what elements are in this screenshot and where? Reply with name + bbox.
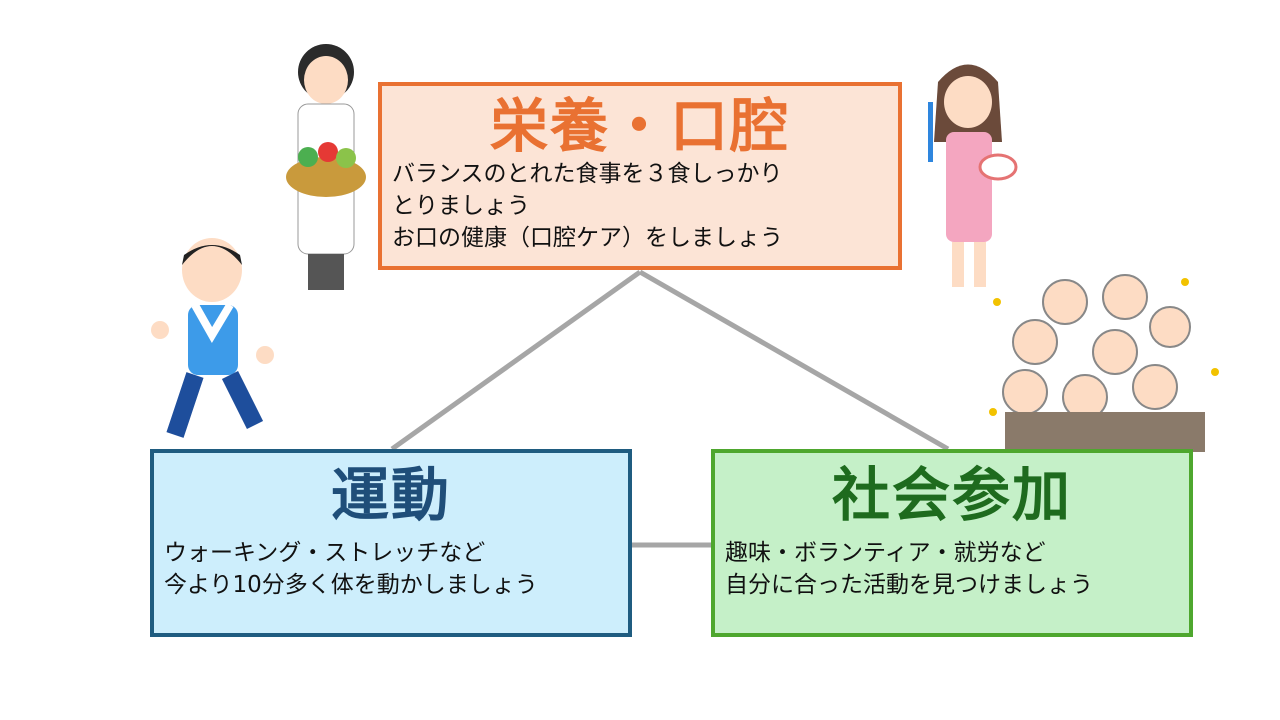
- social-participation-title: 社会参加: [831, 461, 1072, 529]
- nutrition-oral-title: 栄養・口腔: [489, 92, 790, 160]
- nutrition-line-2: とりましょう: [392, 193, 530, 219]
- nutrition-line-1: バランスのとれた食事を３食しっかり: [392, 161, 783, 187]
- social-line-1: 趣味・ボランティア・就労など: [725, 540, 1046, 566]
- social-line-2: 自分に合った活動を見つけましょう: [725, 572, 1093, 598]
- connector-nutrition-social: [638, 269, 950, 452]
- exercise-box: 運動 ウォーキング・ストレッチなど 今より10分多く体を動かしましょう: [150, 449, 632, 637]
- nutrition-line-3: お口の健康（口腔ケア）をしましょう: [392, 225, 783, 251]
- walking-man-illustration: [151, 238, 274, 438]
- social-participation-box: 社会参加 趣味・ボランティア・就労など 自分に合った活動を見つけましょう: [711, 449, 1193, 637]
- exercise-line-1: ウォーキング・ストレッチなど: [164, 540, 486, 566]
- connector-nutrition-exercise: [390, 269, 642, 452]
- nutritionist-illustration: [286, 44, 366, 290]
- seniors-group-illustration: [989, 274, 1219, 452]
- exercise-line-2: 今より10分多く体を動かしましょう: [164, 572, 538, 598]
- nutrition-oral-box: 栄養・口腔 バランスのとれた食事を３食しっかり とりましょう お口の健康（口腔ケ…: [378, 82, 902, 270]
- dental-hygienist-illustration: [928, 64, 1018, 287]
- exercise-title: 運動: [330, 461, 451, 529]
